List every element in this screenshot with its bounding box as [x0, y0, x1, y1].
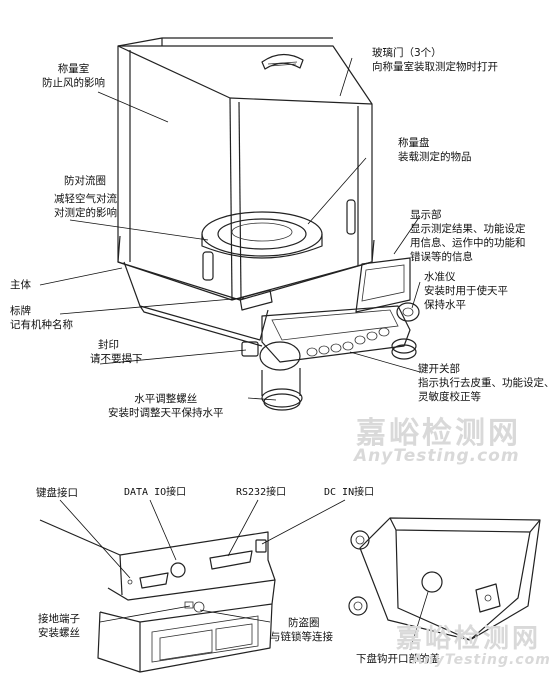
label-nameplate-desc: 记有机种名称 [10, 319, 73, 331]
label-rs232-title: RS232接口 [236, 487, 287, 498]
label-seal-desc: 请不要揭下 [90, 353, 143, 365]
label-draft-ring: 防对流圈 减轻空气对流 对测定的影响 [54, 174, 117, 220]
label-keyboard-port: 键盘接口 [36, 486, 78, 500]
balance-illustration [117, 37, 420, 411]
label-leveling-screw-desc: 安装时调整天平保持水平 [108, 407, 224, 419]
label-keyboard-port-title: 键盘接口 [36, 487, 78, 499]
watermark-cn-top: 嘉峪检测网 [356, 416, 521, 451]
label-glass-door-desc: 向称量室装取测定物时打开 [372, 61, 498, 73]
label-body: 主体 [10, 278, 31, 292]
label-seal-title: 封印 [98, 339, 119, 351]
label-pan-desc: 装载测定的物品 [398, 151, 472, 163]
label-display-title: 显示部 [410, 209, 442, 221]
label-glass-door-title: 玻璃门（3个） [372, 47, 442, 59]
leader-lines-top [39, 57, 421, 401]
label-nameplate: 标牌 记有机种名称 [10, 304, 73, 332]
label-ground: 接地端子 安装螺丝 [38, 612, 80, 640]
label-hook-cover: 下盘钩开口部的盖 [356, 652, 440, 666]
label-display-line2: 用信息、运作中的功能和 [410, 237, 526, 249]
label-dc-in: DC IN接口 [324, 486, 374, 500]
underside-illustration [348, 517, 541, 641]
label-leveling-screw-title: 水平调整螺丝 [134, 393, 198, 405]
label-level-line1: 安装时用于使天平 [424, 285, 508, 297]
label-keys-title: 键开关部 [418, 363, 460, 375]
label-level: 水准仪 安装时用于使天平 保持水平 [424, 270, 508, 312]
label-draft-ring-title: 防对流圈 [64, 175, 106, 187]
label-chamber: 称量室 防止风的影响 [42, 62, 105, 90]
label-leveling-screw: 水平调整螺丝 安装时调整天平保持水平 [108, 392, 224, 420]
watermark-en-top: AnyTesting.com [354, 446, 520, 466]
label-level-line2: 保持水平 [424, 299, 466, 311]
label-chamber-title: 称量室 [57, 63, 90, 75]
label-rs232: RS232接口 [236, 486, 286, 500]
watermark-en-bottom: AnyTesting.com [412, 652, 551, 668]
label-display-line3: 错误等的信息 [410, 251, 473, 263]
label-dc-in-title: DC IN接口 [324, 487, 375, 498]
label-chamber-desc: 防止风的影响 [42, 77, 105, 89]
leader-lines-rear [59, 499, 346, 623]
label-antitheft-desc: 与链锁等连接 [270, 631, 333, 643]
label-keys-line1: 指示执行去皮重、功能设定、 [418, 377, 554, 389]
label-display: 显示部 显示测定结果、功能设定 用信息、运作中的功能和 错误等的信息 [410, 208, 526, 264]
label-antitheft: 防盗圈 与链锁等连接 [270, 616, 333, 644]
label-nameplate-title: 标牌 [10, 305, 31, 317]
leader-line-hook [409, 591, 429, 651]
label-ground-title: 接地端子 [38, 613, 80, 625]
label-keys: 键开关部 指示执行去皮重、功能设定、 灵敏度校正等 [418, 362, 554, 404]
label-glass-door: 玻璃门（3个） 向称量室装取测定物时打开 [372, 46, 498, 74]
rear-panel-illustration [39, 519, 276, 673]
label-pan-title: 称量盘 [398, 137, 430, 149]
label-draft-ring-line2: 对测定的影响 [54, 207, 117, 219]
label-hook-cover-title: 下盘钩开口部的盖 [356, 653, 440, 665]
label-keys-line2: 灵敏度校正等 [418, 391, 481, 403]
label-level-title: 水准仪 [424, 271, 456, 283]
label-display-line1: 显示测定结果、功能设定 [410, 223, 526, 235]
watermark-cn-bottom: 嘉峪检测网 [396, 624, 542, 654]
label-draft-ring-line1: 减轻空气对流 [54, 193, 117, 205]
label-data-io: DATA IO接口 [124, 486, 186, 500]
label-pan: 称量盘 装载测定的物品 [398, 136, 472, 164]
label-antitheft-title: 防盗圈 [288, 617, 320, 629]
label-data-io-title: DATA IO接口 [124, 487, 187, 498]
label-body-title: 主体 [10, 279, 31, 291]
label-seal: 封印 请不要揭下 [90, 338, 143, 366]
label-ground-desc: 安装螺丝 [38, 627, 80, 639]
